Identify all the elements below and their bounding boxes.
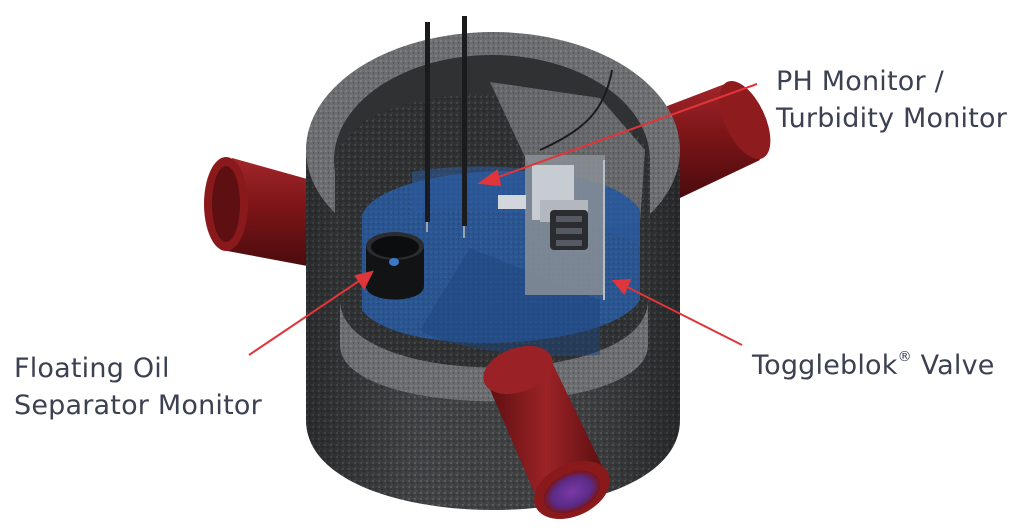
toggleblok-valve-icon (498, 155, 605, 300)
registered-mark: ® (897, 349, 912, 365)
callout-arrow-oil (354, 270, 374, 290)
ph-label-line-2: Turbidity Monitor (776, 103, 1008, 134)
pipe-left (204, 157, 318, 268)
valve-label-suffix: Valve (911, 350, 995, 381)
pipe-front (483, 345, 610, 520)
callout-lines (248, 83, 758, 356)
callout-line-valve (622, 284, 743, 346)
valve-label-name: Toggleblok (752, 350, 898, 381)
toggleblok-valve-label: Toggleblok® Valve (752, 339, 995, 384)
floating-oil-monitor-icon (366, 232, 424, 300)
oil-label-line-1: Floating Oil (14, 353, 170, 384)
callout-arrow-valve (611, 278, 632, 295)
oil-separator-label: Floating Oil Separator Monitor (14, 350, 262, 424)
callout-arrow-ph (477, 169, 502, 187)
ph-turbidity-label: PH Monitor / Turbidity Monitor (776, 63, 1007, 137)
probe-rods (425, 16, 613, 238)
ph-label-line-1: PH Monitor / (776, 66, 944, 97)
callout-line-ph (489, 83, 758, 181)
pipe-right (662, 81, 771, 198)
oil-label-line-2: Separator Monitor (14, 390, 262, 421)
callout-line-oil (248, 276, 366, 356)
